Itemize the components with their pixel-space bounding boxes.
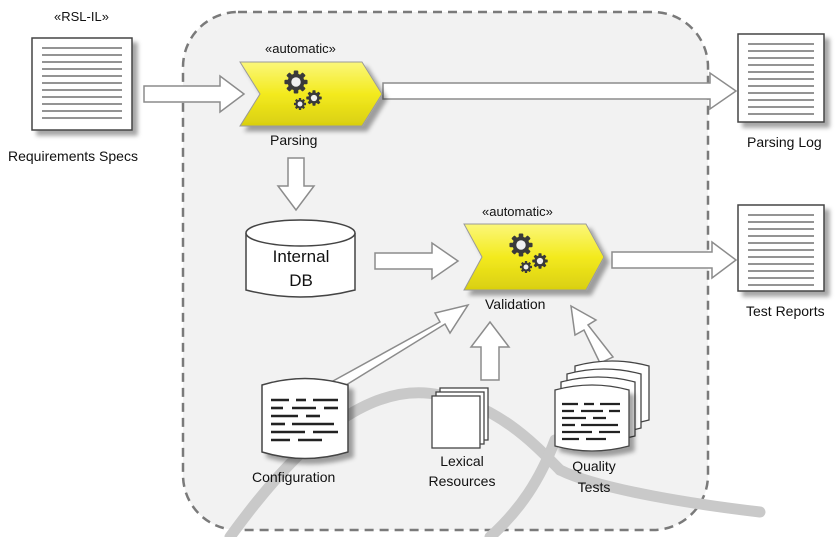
db-label-line1: Internal [272, 247, 330, 266]
arrow-parsing-to-db [276, 157, 316, 212]
parsing-label: Parsing [270, 132, 318, 148]
quality-label-line2: Tests [577, 479, 611, 495]
arrow-parsing-to-log [382, 71, 738, 111]
test-reports-document[interactable] [737, 204, 825, 292]
quality-tests[interactable] [554, 360, 650, 452]
config-lines-icon [271, 398, 338, 442]
requirements-specs-label: Requirements Specs [8, 148, 138, 164]
arrow-quality-to-validation [570, 304, 615, 364]
test-lines-icon [562, 402, 620, 441]
test-reports-label: Test Reports [746, 303, 825, 319]
configuration-resource[interactable] [261, 377, 349, 460]
arrow-validation-to-reports [611, 240, 738, 280]
lexical-label-line1: Lexical [440, 453, 484, 469]
internal-db[interactable] [245, 219, 356, 298]
validation-label: Validation [485, 296, 546, 312]
quality-label-line1: Quality [572, 458, 616, 474]
arrow-specs-to-parsing [143, 74, 246, 114]
background-curves [224, 387, 766, 537]
lexical-resources[interactable] [431, 387, 489, 449]
arrow-db-to-validation [374, 241, 460, 281]
parsing-log-document[interactable] [737, 33, 825, 123]
arrow-lexical-to-validation [469, 320, 511, 381]
spec-stereotype: «RSL-IL» [54, 9, 109, 24]
configuration-label: Configuration [252, 469, 336, 485]
lexical-label-line2: Resources [428, 473, 496, 489]
parsing-stereotype: «automatic» [265, 41, 336, 56]
requirements-specs-document[interactable] [31, 37, 133, 131]
parsing-log-label: Parsing Log [747, 134, 822, 150]
db-label-line2: DB [289, 271, 313, 290]
arrow-configuration-to-validation [331, 303, 470, 392]
validation-stereotype: «automatic» [482, 204, 553, 219]
